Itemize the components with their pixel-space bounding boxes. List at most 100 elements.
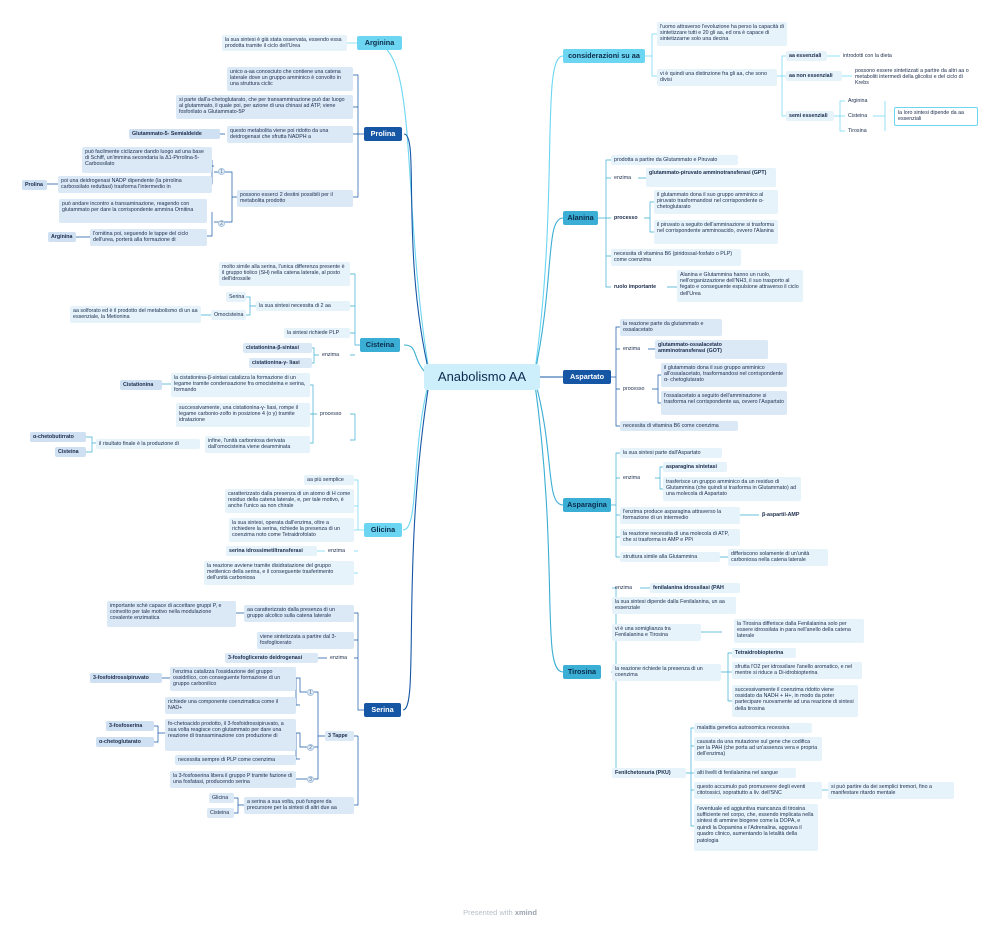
serina-note-2[interactable]: viene sintetizzata a partire dal 3-fosfo… <box>257 632 354 649</box>
tetraidrobiopterina-label[interactable]: Tetraidrobiopterina <box>732 648 796 658</box>
processo-step-3[interactable]: infine, l'unità carboniosa derivata dall… <box>205 436 310 453</box>
topic-tirosina[interactable]: Tirosina <box>563 665 601 679</box>
prolina-product-label[interactable]: Prolina <box>22 180 47 190</box>
cisteina-processo-label[interactable]: processo <box>320 410 342 417</box>
glicina-note-4[interactable]: la reazione avviene tramite disidratazio… <box>204 561 354 585</box>
cisteina-from-serina-label[interactable]: Cisteina <box>207 808 234 818</box>
tirosina-note-1[interactable]: la sua sintesi dipende dalla Fenilalanin… <box>612 597 736 614</box>
pku-note-5[interactable]: l'eventuale ed aggiuntiva mancanza di ti… <box>694 804 818 851</box>
considerazioni-note-1[interactable]: l'uomo attraverso l'evoluzione ha perso … <box>657 22 787 46</box>
alanina-processo-label[interactable]: processo <box>614 214 638 221</box>
arginina-note[interactable]: la sua sintesi è già stata osservata, es… <box>222 35 347 51</box>
topic-alanina[interactable]: Alanina <box>563 211 598 225</box>
aa-essenziali-label[interactable]: aa essenziali <box>786 51 827 61</box>
topic-prolina[interactable]: Prolina <box>364 127 402 141</box>
tappa-2-note[interactable]: fo-chetoacido prodotto, il 3-fosfoidross… <box>165 719 296 751</box>
cisteina-enzima-label[interactable]: enzima <box>322 351 340 358</box>
destino-2-followup[interactable]: l'ornitina poi, seguendo le tappe del ci… <box>90 229 207 246</box>
semi-tirosina-label[interactable]: Tirosina <box>848 127 867 134</box>
aspartato-enzima-label[interactable]: enzima <box>623 345 641 352</box>
asparagina-note-3[interactable]: la reazione necessita di una molecola di… <box>620 529 740 546</box>
semi-cisteina-label[interactable]: Cisteina <box>848 112 868 119</box>
cisteina-note-3[interactable]: la sintesi richiede PLP <box>284 328 350 338</box>
glicina-product-label[interactable]: Glicina <box>209 793 234 803</box>
omocisteina-note[interactable]: aa solforato ed è il prodotto del metabo… <box>70 306 201 323</box>
processo-step-2[interactable]: successivamente, una cistationina-γ- lia… <box>176 403 310 427</box>
cisteina-note-1[interactable]: molto simile alla serina, l'unica differ… <box>219 262 350 286</box>
gpt-enzyme[interactable]: glutammato-piruvato amminotransferasi (G… <box>646 168 776 187</box>
tirosina-note-2[interactable]: vi è una somiglianza tra Fenilalanina e … <box>612 624 701 641</box>
alfa-chetobutirrato-label[interactable]: α-chetobutirrato <box>30 432 86 442</box>
glicina-note-2[interactable]: caratterizzato dalla presenza di un atom… <box>225 489 354 513</box>
serina-note-3[interactable]: a serina a sua volta, può fungere da pre… <box>244 797 354 814</box>
omocisteina-label[interactable]: Omocisteina <box>211 310 246 320</box>
asparagina-note-1[interactable]: la sua sintesi parte dall'Aspartato <box>620 448 722 458</box>
aspartato-processo-2[interactable]: l'ossalacetato a seguito dell'amminazion… <box>661 391 787 415</box>
arginina-product-label[interactable]: Arginina <box>48 232 76 242</box>
tre-tappe-label[interactable]: 3 Tappe <box>325 731 354 741</box>
prolina-note-2[interactable]: si parte dall'a-chetoglutarato, che per … <box>176 95 353 119</box>
coenzima-step-1[interactable]: sfrutta l'O2 per idrossilare l'anello ar… <box>732 662 862 679</box>
aspartato-processo-1[interactable]: il glutammato dona il suo gruppo amminic… <box>661 363 787 387</box>
alanina-enzima-label[interactable]: enzima <box>614 174 632 181</box>
pku-note-2[interactable]: causata da una mutazione sul gene che co… <box>694 737 822 761</box>
asparagina-note-2[interactable]: l'enzima produce asparagina attraverso l… <box>620 507 740 524</box>
root-topic[interactable]: Anabolismo AA <box>424 364 540 390</box>
tappa-2-coenzima[interactable]: necessita sempre di PLP come coenzima <box>175 755 296 765</box>
prolina-note-1[interactable]: unico a-aa conosciuto che contiene una c… <box>227 67 353 91</box>
destino-1-note[interactable]: può facilmente ciclizzare dando luogo ad… <box>82 147 212 173</box>
cistationina-beta-sintasi[interactable]: cistationina-β-sintasi <box>243 343 312 353</box>
coenzima-step-2[interactable]: successivamente il coenzima ridotto vien… <box>732 685 858 717</box>
asparagina-enzima-label[interactable]: enzima <box>623 474 641 481</box>
semi-essenziali-label[interactable]: semi essenziali <box>786 111 834 121</box>
processo-step-1[interactable]: la cistationina-β-sintasi catalizza la f… <box>171 373 310 397</box>
alfa-chetoglutarato-label[interactable]: α-chetoglutarato <box>96 737 154 747</box>
ruolo-importante-note[interactable]: Alanina e Glutammina hanno un ruolo, nel… <box>677 270 803 302</box>
topic-glicina[interactable]: Glicina <box>364 523 402 537</box>
aa-non-essenziali-label[interactable]: aa non essenziali <box>786 71 842 81</box>
destino-1-followup[interactable]: poi una deidrogenasi NADP dipendente (la… <box>58 176 212 193</box>
pku-note-4-detail[interactable]: si può partire da dei semplici tremori, … <box>828 782 954 799</box>
prolina-note-4[interactable]: possono esserci 2 destini possibili per … <box>237 190 353 207</box>
serina-enzima-label[interactable]: enzima <box>330 654 348 661</box>
pah-enzyme[interactable]: fenilalanina idrossilasi (PAH <box>650 583 740 593</box>
cisteina-note-2[interactable]: la sua sintesi necessita di 2 aa <box>256 301 350 311</box>
pku-note-3[interactable]: alti livelli di fenilalanina nel sangue <box>694 768 796 778</box>
fosfoidrossipiruvato-label[interactable]: 3-fosfoidrossipiruvato <box>90 673 162 683</box>
serina-label[interactable]: Serina <box>226 292 246 302</box>
destino-2-note[interactable]: può andare incontro a transaminazione, r… <box>59 199 207 223</box>
topic-cisteina[interactable]: Cisteina <box>360 338 400 352</box>
asparagina-sintetasi-note[interactable]: trasferisce un gruppo amminico da un res… <box>663 477 801 501</box>
pku-note-4[interactable]: questo accumulo può promuovere degli eve… <box>694 782 822 799</box>
asparagina-sintetasi[interactable]: asparagina sintetasi <box>663 462 727 472</box>
topic-asparagina[interactable]: Asparagina <box>563 498 611 512</box>
beta-aspartil-amp-label[interactable]: β-aspartil-AMP <box>762 511 800 518</box>
asparagina-note-4-detail[interactable]: differiscono solamente di un'unità carbo… <box>728 549 828 566</box>
tirosina-enzima-label[interactable]: enzima <box>615 584 633 591</box>
tappa-1-coenzima[interactable]: richiede una componente coenzimatica com… <box>165 697 296 714</box>
aspartato-processo-label[interactable]: processo <box>623 385 645 392</box>
glutammato-semialdeide-label[interactable]: Glutammato-5- Semialdeide <box>129 129 220 139</box>
alanina-note-2[interactable]: necessita di vitamina B6 (piridossal-fos… <box>611 249 741 266</box>
serina-note-1[interactable]: aa caratterizzato dalla presenza di un g… <box>244 605 354 622</box>
asparagina-note-4[interactable]: struttura simile alla Glutammina <box>620 552 720 562</box>
fosfoglicerato-deidrogenasi[interactable]: 3-fosfoglicerato deidrogenasi <box>225 653 318 663</box>
prolina-note-3[interactable]: questo metabolita viene poi ridotto da u… <box>227 126 353 143</box>
processo-result-note[interactable]: il risultato finale è la produzione di <box>96 439 200 449</box>
serina-idrossimetiltransferasi[interactable]: serina idrossimetiltransferasi <box>226 546 317 556</box>
glicina-note-3[interactable]: la sua sintesi, operata dall'enzima, olt… <box>229 518 354 542</box>
cisteina-product-label[interactable]: Cisteina <box>55 447 86 457</box>
topic-serina[interactable]: Serina <box>364 703 401 717</box>
pku-note-1[interactable]: malattia genetica autosomica recessiva <box>694 723 812 733</box>
fosfoserina-label[interactable]: 3-fosfoserina <box>106 721 154 731</box>
pku-label[interactable]: Fenilchetonuria (PKU) <box>612 768 686 778</box>
aspartato-note-2[interactable]: necessita di vitamina B6 come coenzima <box>620 421 738 431</box>
tirosina-note-2-detail[interactable]: la Tirosina differisce dalla Fenilalanin… <box>734 619 864 643</box>
semi-arginina-label[interactable]: Arginina <box>848 97 868 104</box>
topic-aspartato[interactable]: Aspartato <box>563 370 611 384</box>
considerazioni-note-2[interactable]: vi è quindi una distinzione fra gli aa, … <box>657 69 777 86</box>
serina-note-1-detail[interactable]: importante xchè capace di accettare grup… <box>107 601 236 627</box>
glicina-note-1[interactable]: aa più semplice <box>304 475 354 485</box>
tappa-1-note[interactable]: l'enzima catalizza l'ossidazione del gru… <box>170 667 296 691</box>
topic-arginina[interactable]: Arginina <box>357 36 402 50</box>
